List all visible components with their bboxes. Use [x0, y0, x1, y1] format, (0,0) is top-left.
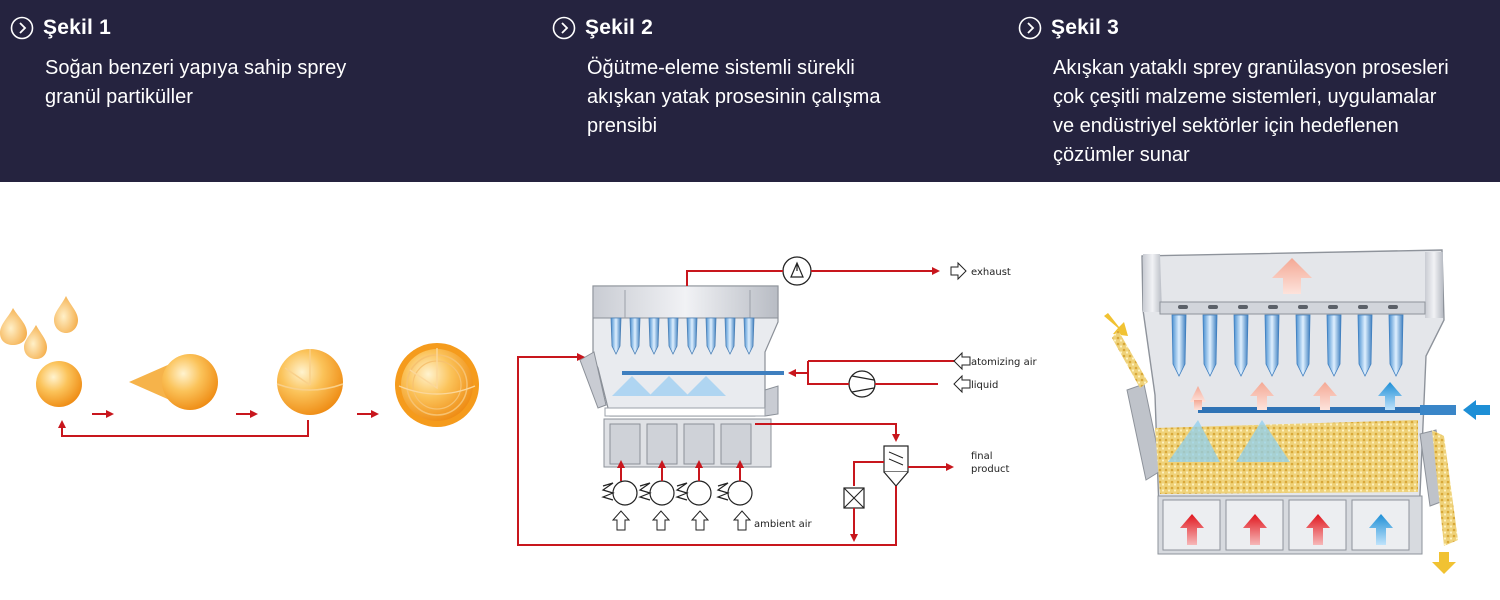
growth-arrows — [58, 410, 379, 437]
ambient-air-label: ambient air — [754, 519, 812, 530]
caption-2: Şekil 2 Öğütme-eleme sistemli sürekli ak… — [552, 14, 880, 141]
figure-2-process-schematic: exhaust atomizing air liquid final produ… — [517, 256, 1037, 546]
caption-1: Şekil 1 Soğan benzeri yapıya sahip sprey… — [10, 14, 346, 112]
chevron-right-circle-icon — [552, 16, 576, 40]
caption-header: Şekil 1 Soğan benzeri yapıya sahip sprey… — [0, 0, 1500, 182]
outline-arrows — [950, 261, 971, 394]
droplets — [0, 296, 78, 359]
growing-particle — [162, 354, 218, 410]
final-product-label-line2: product — [971, 464, 1010, 475]
chevron-right-circle-icon — [10, 16, 34, 40]
figure-1-granule-growth — [0, 296, 479, 437]
caption-text: Öğütme-eleme sistemli sürekli akışkan ya… — [587, 57, 881, 137]
spray-cones — [1168, 420, 1290, 462]
caption-title: Şekil 3 — [1051, 16, 1119, 39]
fluid-bed-vessel — [579, 285, 784, 468]
liquid-pump-icon — [848, 370, 876, 398]
air-plenum-chambers — [1157, 495, 1423, 555]
figure-3-granulator-render — [1104, 249, 1490, 574]
liquid-inlet-pipe — [1420, 405, 1456, 415]
caption-3: Şekil 3 Akışkan yataklı sprey granülasyo… — [1018, 14, 1449, 170]
material-feed — [1104, 313, 1148, 388]
red-flow-lines — [517, 267, 957, 546]
chevron-right-circle-icon — [1018, 16, 1042, 40]
exhaust-label: exhaust — [971, 267, 1011, 278]
caption-title: Şekil 1 — [43, 16, 111, 39]
caption-text: Akışkan yataklı sprey granülasyon proses… — [1053, 57, 1449, 166]
mill-sifter — [883, 445, 909, 487]
liquid-label: liquid — [971, 380, 998, 391]
final-product-label-line1: final — [971, 451, 993, 462]
cold-air-inlet-arrow — [1463, 400, 1490, 420]
atomizing-air-label: atomizing air — [971, 357, 1037, 368]
ambient-air-arrows — [611, 510, 752, 531]
hot-air-rising-arrows — [1190, 258, 1402, 410]
droplet-particle — [36, 361, 82, 407]
figures-canvas: exhaust atomizing air liquid final produ… — [0, 249, 1490, 574]
product-discharge — [1432, 430, 1458, 574]
heater-fans — [601, 480, 753, 506]
exhaust-fan-icon — [782, 256, 812, 286]
layered-particle — [276, 349, 344, 415]
onion-granule — [395, 343, 479, 427]
rotary-valve-icon — [843, 487, 865, 509]
filter-cartridges — [1171, 314, 1404, 377]
caption-text: Soğan benzeri yapıya sahip sprey granül … — [45, 57, 347, 108]
spray-tail — [129, 364, 172, 401]
caption-title: Şekil 2 — [585, 16, 653, 39]
